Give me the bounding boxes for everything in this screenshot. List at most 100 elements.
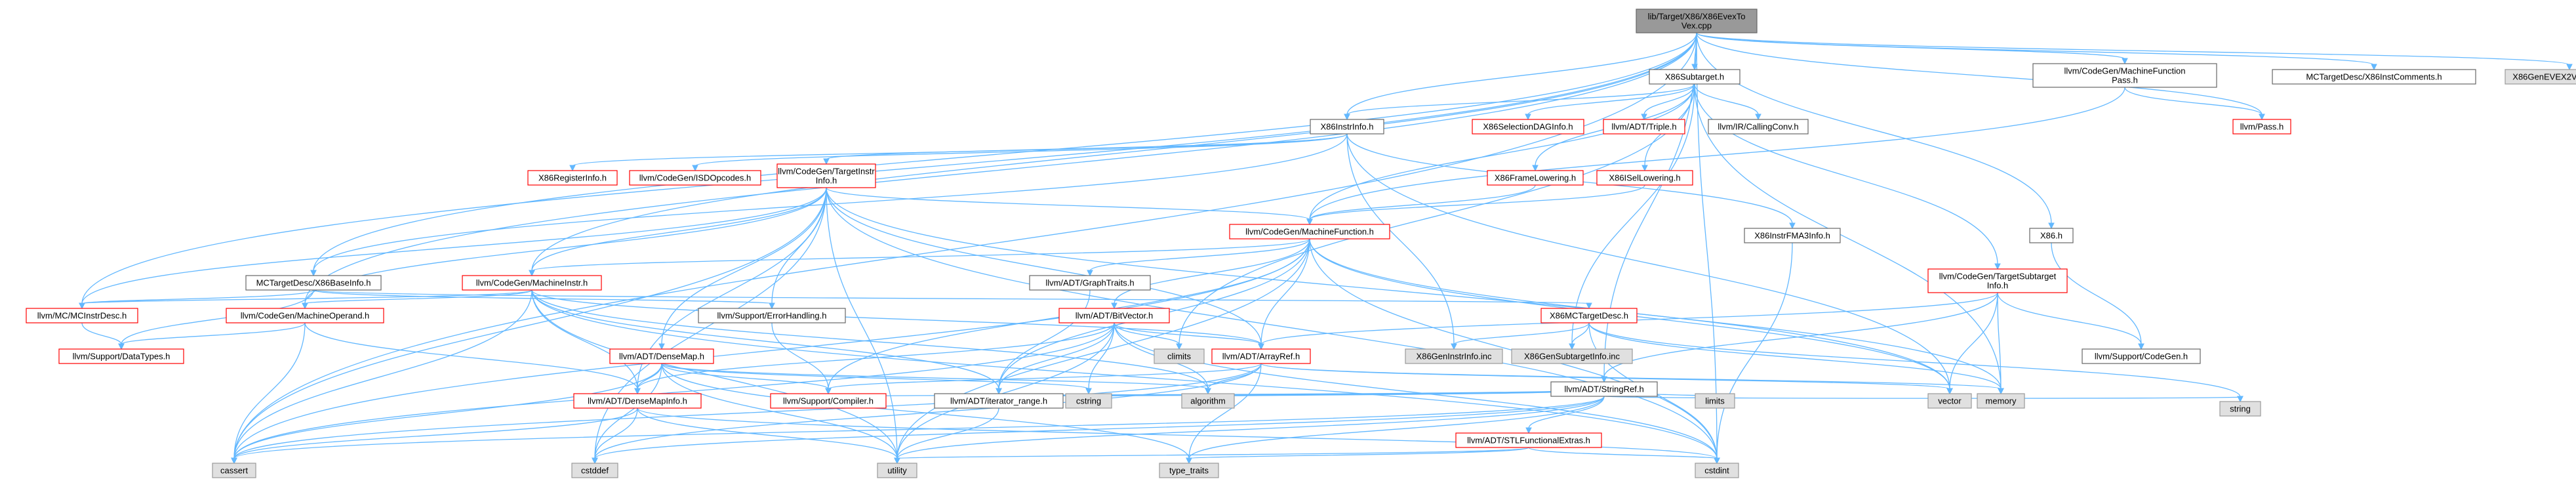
node-box[interactable] [770,393,887,409]
node-mctargetdesc-x86instcomments-h[interactable]: MCTargetDesc/X86InstComments.h [2272,69,2476,85]
node-llvm-codegen-isdopcodes-h[interactable]: llvm/CodeGen/ISDOpcodes.h [629,170,761,186]
node-box[interactable] [1596,170,1693,186]
node-x86geninstrinfo-inc[interactable]: X86GenInstrInfo.inc [1405,348,1503,364]
node-box[interactable] [698,308,846,323]
node-box[interactable] [1603,119,1685,135]
node-utility[interactable]: utility [877,463,917,478]
node-x86isellowering-h[interactable]: X86ISelLowering.h [1596,170,1693,186]
node-box[interactable] [571,463,618,478]
node-box[interactable] [1065,393,1112,409]
node-type-traits[interactable]: type_traits [1159,463,1219,478]
node-box[interactable] [1159,463,1219,478]
node-x86selectiondaginfo-h[interactable]: X86SelectionDAGInfo.h [1472,119,1584,135]
node-box[interactable] [26,308,138,323]
node-box[interactable] [1181,393,1235,409]
node-string[interactable]: string [2219,401,2261,417]
node-box[interactable] [609,348,714,364]
node-box[interactable] [212,463,256,478]
node-llvm-adt-triple-h[interactable]: llvm/ADT/Triple.h [1603,119,1685,135]
node-box[interactable] [1550,381,1658,397]
node-box[interactable] [934,393,1064,409]
node-x86instrinfo-h[interactable]: X86InstrInfo.h [1310,119,1384,135]
node-cstddef[interactable]: cstddef [571,463,618,478]
node-box[interactable] [226,308,384,323]
node-cstdint[interactable]: cstdint [1695,463,1739,478]
node-box[interactable] [776,163,876,188]
node-llvm-adt-stlfunctionalextras-h[interactable]: llvm/ADT/STLFunctionalExtras.h [1455,432,1602,448]
node-climits[interactable]: climits [1154,348,1205,364]
node-box[interactable] [1058,308,1170,323]
node-box[interactable] [1229,224,1390,239]
node-x86instrfma3info-h[interactable]: X86InstrFMA3Info.h [1744,228,1841,243]
node-box[interactable] [2032,63,2217,88]
node-mctargetdesc-x86baseinfo-h[interactable]: MCTargetDesc/X86BaseInfo.h [245,275,382,291]
node-box[interactable] [2219,401,2261,417]
node-cstring[interactable]: cstring [1065,393,1112,409]
node-box[interactable] [1511,348,1633,364]
node-llvm-adt-iterator-range-h[interactable]: llvm/ADT/iterator_range.h [934,393,1064,409]
node-llvm-support-datatypes-h[interactable]: llvm/Support/DataTypes.h [58,348,184,364]
node-llvm-codegen-machinefunction-h[interactable]: llvm/CodeGen/MachineFunction.h [1229,224,1390,239]
node-box[interactable] [1211,348,1311,364]
node-box[interactable] [527,170,618,186]
node-box[interactable] [1405,348,1503,364]
node-box[interactable] [2232,119,2291,135]
node-x86genevex2vextables-inc[interactable]: X86GenEVEX2VEXTables.inc [2505,69,2576,85]
node-box[interactable] [1310,119,1384,135]
node-llvm-support-compiler-h[interactable]: llvm/Support/Compiler.h [770,393,887,409]
node-box[interactable] [1472,119,1584,135]
node-box[interactable] [1487,170,1584,186]
node-box[interactable] [2505,69,2576,85]
node-box[interactable] [1927,393,1972,409]
node-box[interactable] [1029,275,1151,291]
node-box[interactable] [1695,393,1735,409]
node-box[interactable] [462,275,602,291]
node-box[interactable] [2082,348,2201,364]
node-box[interactable] [629,170,761,186]
node-llvm-support-codegen-h[interactable]: llvm/Support/CodeGen.h [2082,348,2201,364]
node-llvm-adt-densemapinfo-h[interactable]: llvm/ADT/DenseMapInfo.h [573,393,702,409]
node-llvm-pass-h[interactable]: llvm/Pass.h [2232,119,2291,135]
node-box[interactable] [2272,69,2476,85]
node-algorithm[interactable]: algorithm [1181,393,1235,409]
node-box[interactable] [1636,9,1758,33]
node-box[interactable] [1708,119,1809,135]
node-box[interactable] [245,275,382,291]
node-box[interactable] [1695,463,1739,478]
node-llvm-codegen-machineinstr-h[interactable]: llvm/CodeGen/MachineInstr.h [462,275,602,291]
node-x86framelowering-h[interactable]: X86FrameLowering.h [1487,170,1584,186]
node-box[interactable] [1455,432,1602,448]
node-x86gensubtargetinfo-inc[interactable]: X86GenSubtargetInfo.inc [1511,348,1633,364]
node-box[interactable] [1649,69,1741,85]
node-x86subtarget-h[interactable]: X86Subtarget.h [1649,69,1741,85]
node-box[interactable] [877,463,917,478]
node-x86-h[interactable]: X86.h [2029,228,2074,243]
node-llvm-adt-arrayref-h[interactable]: llvm/ADT/ArrayRef.h [1211,348,1311,364]
node-llvm-adt-bitvector-h[interactable]: llvm/ADT/BitVector.h [1058,308,1170,323]
node-vector[interactable]: vector [1927,393,1972,409]
node-limits[interactable]: limits [1695,393,1735,409]
node-llvm-support-errorhandling-h[interactable]: llvm/Support/ErrorHandling.h [698,308,846,323]
node-memory[interactable]: memory [1977,393,2025,409]
node-box[interactable] [2029,228,2074,243]
node-llvm-adt-densemap-h[interactable]: llvm/ADT/DenseMap.h [609,348,714,364]
node-box[interactable] [1977,393,2025,409]
node-cassert[interactable]: cassert [212,463,256,478]
node-box[interactable] [1154,348,1205,364]
node-box[interactable] [1540,308,1638,323]
node-llvm-codegen-machineoperand-h[interactable]: llvm/CodeGen/MachineOperand.h [226,308,384,323]
node-box[interactable] [58,348,184,364]
node-llvm-adt-stringref-h[interactable]: llvm/ADT/StringRef.h [1550,381,1658,397]
node-llvm-ir-callingconv-h[interactable]: llvm/IR/CallingConv.h [1708,119,1809,135]
node-llvm-adt-graphtraits-h[interactable]: llvm/ADT/GraphTraits.h [1029,275,1151,291]
node-box[interactable] [1927,268,2068,293]
node-x86registerinfo-h[interactable]: X86RegisterInfo.h [527,170,618,186]
node-x86mctargetdesc-h[interactable]: X86MCTargetDesc.h [1540,308,1638,323]
node-box[interactable] [1744,228,1841,243]
node-box[interactable] [573,393,702,409]
node-llvm-mc-mcinstrdesc-h[interactable]: llvm/MC/MCInstrDesc.h [26,308,138,323]
